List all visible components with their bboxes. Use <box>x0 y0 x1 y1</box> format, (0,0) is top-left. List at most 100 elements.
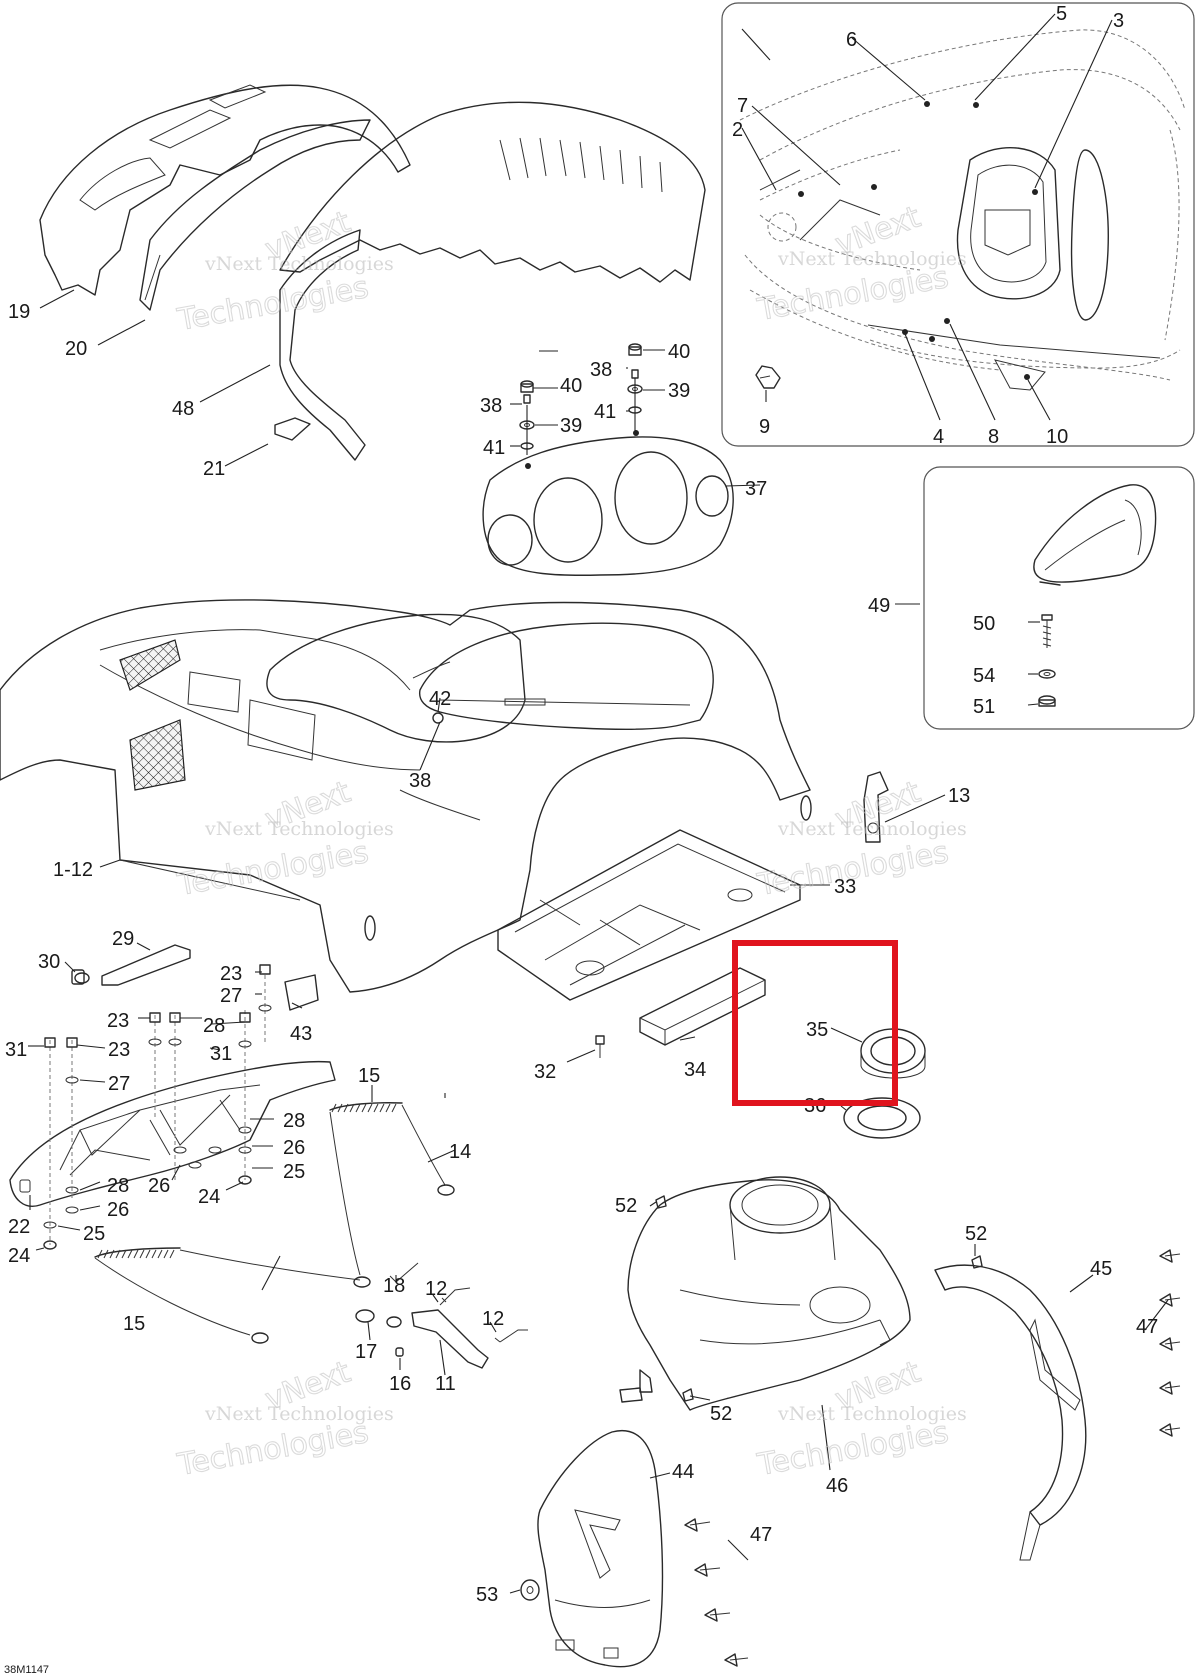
label-part-28a: 28 <box>203 1015 225 1037</box>
label-part-41a: 41 <box>483 437 505 459</box>
svg-text:vNext Technologies: vNext Technologies <box>777 248 967 270</box>
label-part-52a: 52 <box>615 1195 637 1217</box>
bracket-drawing <box>863 771 889 843</box>
inset-box-mirror-kit <box>923 466 1195 730</box>
svg-text:Technologies: Technologies <box>174 270 371 338</box>
label-part-48: 48 <box>172 398 194 420</box>
gauge-bezel-drawing <box>482 430 734 576</box>
label-part-31b: 31 <box>210 1043 232 1065</box>
hood-outer-drawing <box>39 84 706 461</box>
cable-springs-drawing <box>94 1102 528 1369</box>
label-part-25b: 25 <box>83 1223 105 1245</box>
storage-tray-drawing <box>497 829 926 1139</box>
label-part-13: 13 <box>948 785 970 807</box>
label-part-14: 14 <box>449 1141 471 1163</box>
label-part-3: 3 <box>1113 10 1124 32</box>
label-part-21: 21 <box>203 458 225 480</box>
label-part-26b: 26 <box>148 1175 170 1197</box>
label-part-35: 35 <box>806 1019 828 1041</box>
label-part-1-12: 1-12 <box>53 859 93 881</box>
leader-lines <box>28 13 1169 1594</box>
label-part-38b: 38 <box>590 359 612 381</box>
label-part-20: 20 <box>65 338 87 360</box>
hood-inner-panel-drawing <box>739 29 1186 391</box>
svg-text:vNext Technologies: vNext Technologies <box>204 253 394 275</box>
label-part-41b: 41 <box>594 401 616 423</box>
label-part-43: 43 <box>290 1023 312 1045</box>
svg-text:vNext Technologies: vNext Technologies <box>204 1403 394 1425</box>
svg-text:Technologies: Technologies <box>754 1415 951 1483</box>
label-part-16: 16 <box>389 1373 411 1395</box>
label-part-23a: 23 <box>220 963 242 985</box>
label-part-52c: 52 <box>710 1403 732 1425</box>
label-part-30: 30 <box>38 951 60 973</box>
label-part-29: 29 <box>112 928 134 950</box>
label-part-7: 7 <box>737 95 748 117</box>
label-part-26c: 26 <box>107 1199 129 1221</box>
label-part-31a: 31 <box>5 1039 27 1061</box>
label-part-5: 5 <box>1056 3 1067 25</box>
label-part-19: 19 <box>8 301 30 323</box>
drawing-reference: 38M1147 <box>4 1664 49 1676</box>
label-part-15a: 15 <box>358 1065 380 1087</box>
label-part-17: 17 <box>355 1341 377 1363</box>
label-part-12b: 12 <box>482 1308 504 1330</box>
svg-text:Technologies: Technologies <box>174 1415 371 1483</box>
fastener-stack <box>43 964 272 1250</box>
label-part-49: 49 <box>868 595 890 617</box>
label-part-12a: 12 <box>425 1278 447 1300</box>
label-part-47b: 47 <box>750 1524 772 1546</box>
label-part-53: 53 <box>476 1584 498 1606</box>
label-part-28b: 28 <box>283 1110 305 1132</box>
lower-shroud-drawing <box>520 1176 1181 1668</box>
console-body-drawing <box>0 599 812 993</box>
inset-box-top-right <box>721 2 1195 447</box>
label-part-28c: 28 <box>107 1175 129 1197</box>
label-part-45: 45 <box>1090 1258 1112 1280</box>
label-part-42: 42 <box>429 688 451 710</box>
label-part-40b: 40 <box>668 341 690 363</box>
label-part-18: 18 <box>383 1275 405 1297</box>
part-labels: 5 3 6 7 2 9 4 8 10 19 20 48 21 40 38 39 … <box>4 3 1158 1676</box>
label-part-34: 34 <box>684 1059 706 1081</box>
label-part-4: 4 <box>933 426 944 448</box>
label-part-33: 33 <box>834 876 856 898</box>
label-part-22: 22 <box>8 1216 30 1238</box>
support-bracket-drawing <box>9 944 336 1207</box>
highlight-box <box>732 940 898 1106</box>
label-part-27b: 27 <box>108 1073 130 1095</box>
label-part-27a: 27 <box>220 985 242 1007</box>
label-part-40a: 40 <box>560 375 582 397</box>
label-part-37: 37 <box>745 478 767 500</box>
label-part-24b: 24 <box>8 1245 30 1267</box>
svg-text:Technologies: Technologies <box>174 835 371 903</box>
label-part-51: 51 <box>973 696 995 718</box>
label-part-47a: 47 <box>1136 1316 1158 1338</box>
label-part-24a: 24 <box>198 1186 220 1208</box>
label-part-54: 54 <box>973 665 995 687</box>
label-part-52b: 52 <box>965 1223 987 1245</box>
bezel-fasteners <box>519 343 643 455</box>
label-part-2: 2 <box>732 119 743 141</box>
label-part-50: 50 <box>973 613 995 635</box>
label-part-9: 9 <box>759 416 770 438</box>
svg-text:vNext Technologies: vNext Technologies <box>777 818 967 840</box>
label-part-25a: 25 <box>283 1161 305 1183</box>
label-part-15b: 15 <box>123 1313 145 1335</box>
label-part-23c: 23 <box>108 1039 130 1061</box>
label-part-6: 6 <box>846 29 857 51</box>
svg-text:vNext Technologies: vNext Technologies <box>204 818 394 840</box>
label-part-26a: 26 <box>283 1137 305 1159</box>
label-part-39a: 39 <box>560 415 582 437</box>
mirror-drawing <box>1033 484 1157 707</box>
label-part-46: 46 <box>826 1475 848 1497</box>
label-part-38c: 38 <box>409 770 431 792</box>
label-part-23b: 23 <box>107 1010 129 1032</box>
label-part-11: 11 <box>435 1373 456 1395</box>
label-part-8: 8 <box>988 426 999 448</box>
label-part-44: 44 <box>672 1461 694 1483</box>
label-part-32: 32 <box>534 1061 556 1083</box>
svg-text:vNext Technologies: vNext Technologies <box>777 1403 967 1425</box>
label-part-38a: 38 <box>480 395 502 417</box>
